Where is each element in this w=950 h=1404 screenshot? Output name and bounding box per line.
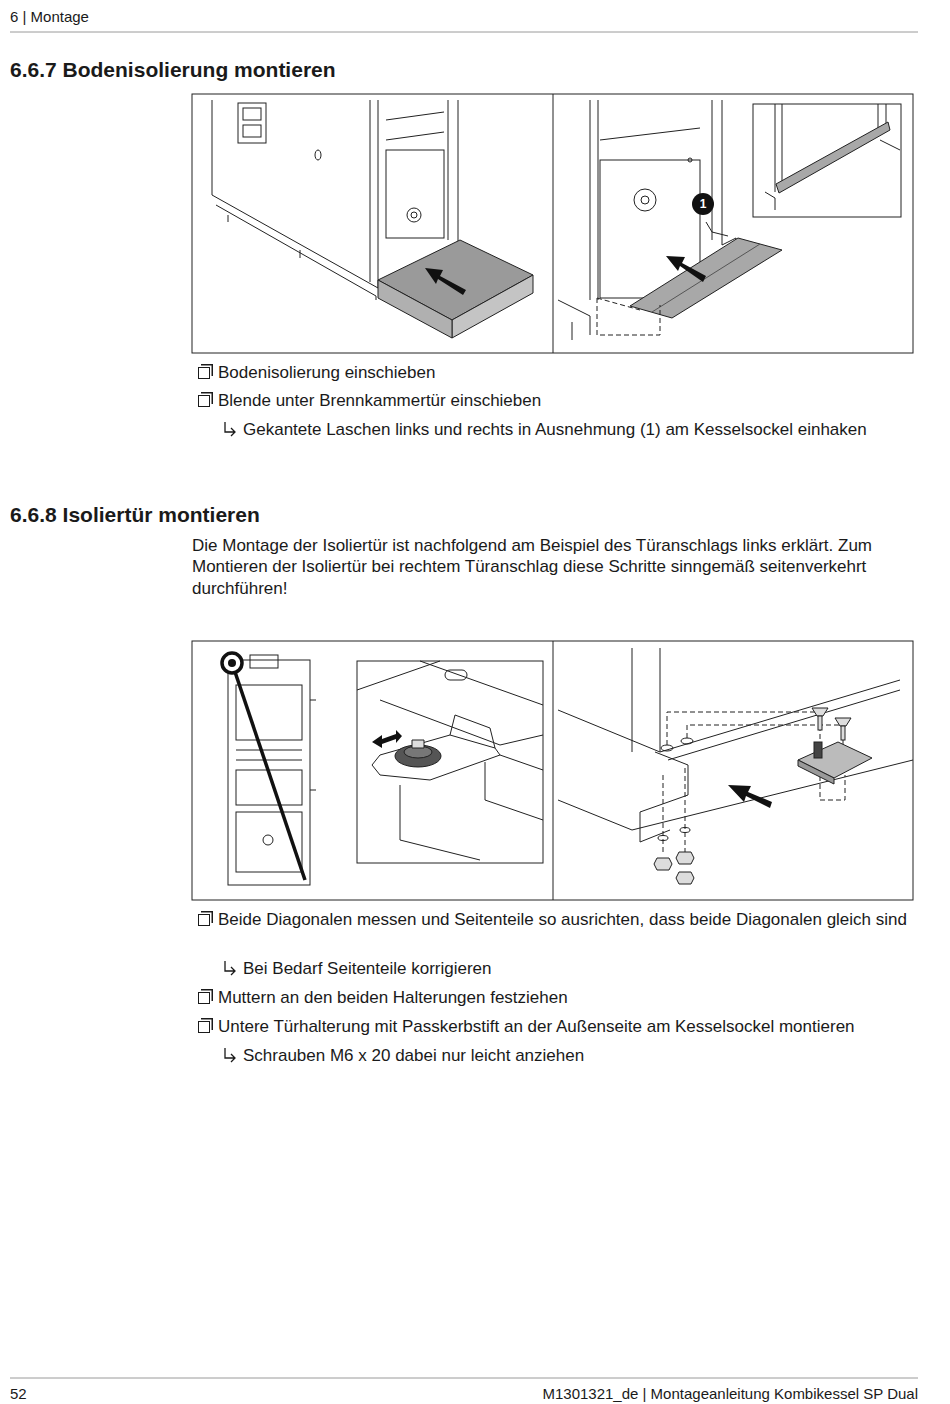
- page-text: M1301321_de | Montageanleitung Kombikess…: [418, 1385, 918, 1404]
- checkbox-symbol: [198, 992, 210, 1004]
- instruction-text: Muttern an den beiden Halterungen festzi…: [218, 987, 908, 1008]
- checkbox-symbol: [198, 1021, 210, 1033]
- instruction-text: Gekantete Laschen links und rechts in Au…: [243, 419, 933, 440]
- result-arrow: [222, 1047, 238, 1063]
- checkbox-symbol: [198, 367, 210, 379]
- instruction-text: Schrauben M6 x 20 dabei nur leicht anzie…: [243, 1045, 908, 1066]
- instruction-text: Bodenisolierung einschieben: [218, 362, 908, 383]
- checkbox-symbol: [198, 914, 210, 926]
- instruction-text: Bei Bedarf Seitenteile korrigieren: [243, 958, 908, 979]
- instruction-text: Blende unter Brennkammertür einschieben: [218, 390, 908, 411]
- result-arrow: [222, 421, 238, 437]
- callout-number: 1: [692, 193, 714, 215]
- section-heading: 6.6.7 Bodenisolierung montieren: [10, 57, 710, 83]
- checkbox-symbol: [198, 395, 210, 407]
- instruction-text: Untere Türhalterung mit Passkerbstift an…: [218, 1016, 918, 1037]
- section-heading: 6.6.8 Isoliertür montieren: [10, 502, 710, 528]
- result-arrow: [222, 960, 238, 976]
- page-text: 52: [10, 1385, 110, 1404]
- page-text: Die Montage der Isoliertür ist nachfolge…: [192, 535, 908, 599]
- page-text: 6 | Montage: [10, 8, 310, 27]
- callout-text: 1: [700, 197, 707, 211]
- instruction-text: Beide Diagonalen messen und Seitenteile …: [218, 909, 908, 930]
